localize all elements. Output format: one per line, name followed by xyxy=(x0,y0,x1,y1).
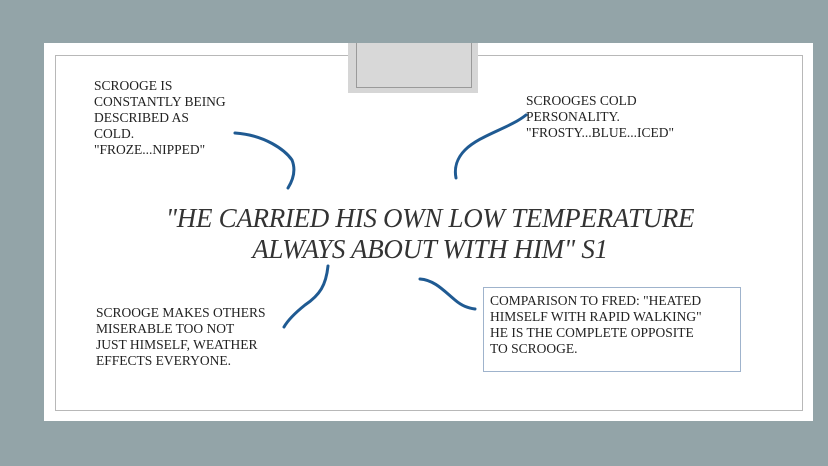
central-quote: "HE CARRIED HIS OWN LOW TEMPERATURE ALWA… xyxy=(165,203,695,264)
ink-stroke-bottom-right xyxy=(418,277,477,311)
placeholder-frame xyxy=(356,43,472,88)
ink-stroke-bottom-left xyxy=(282,264,330,329)
note-top-right: SCROOGES COLD PERSONALITY. "FROSTY...BLU… xyxy=(526,93,675,140)
placeholder-tab xyxy=(348,43,478,93)
note-top-left: SCROOGE IS CONSTANTLY BEING DESCRIBED AS… xyxy=(94,78,226,157)
slide xyxy=(44,43,813,421)
ink-stroke-top-right xyxy=(453,113,528,180)
note-bottom-right: COMPARISON TO FRED: "HEATED HIMSELF WITH… xyxy=(483,287,741,372)
ink-stroke-top-left xyxy=(233,131,296,190)
note-bottom-left: SCROOGE MAKES OTHERS MISERABLE TOO NOT J… xyxy=(96,305,266,368)
